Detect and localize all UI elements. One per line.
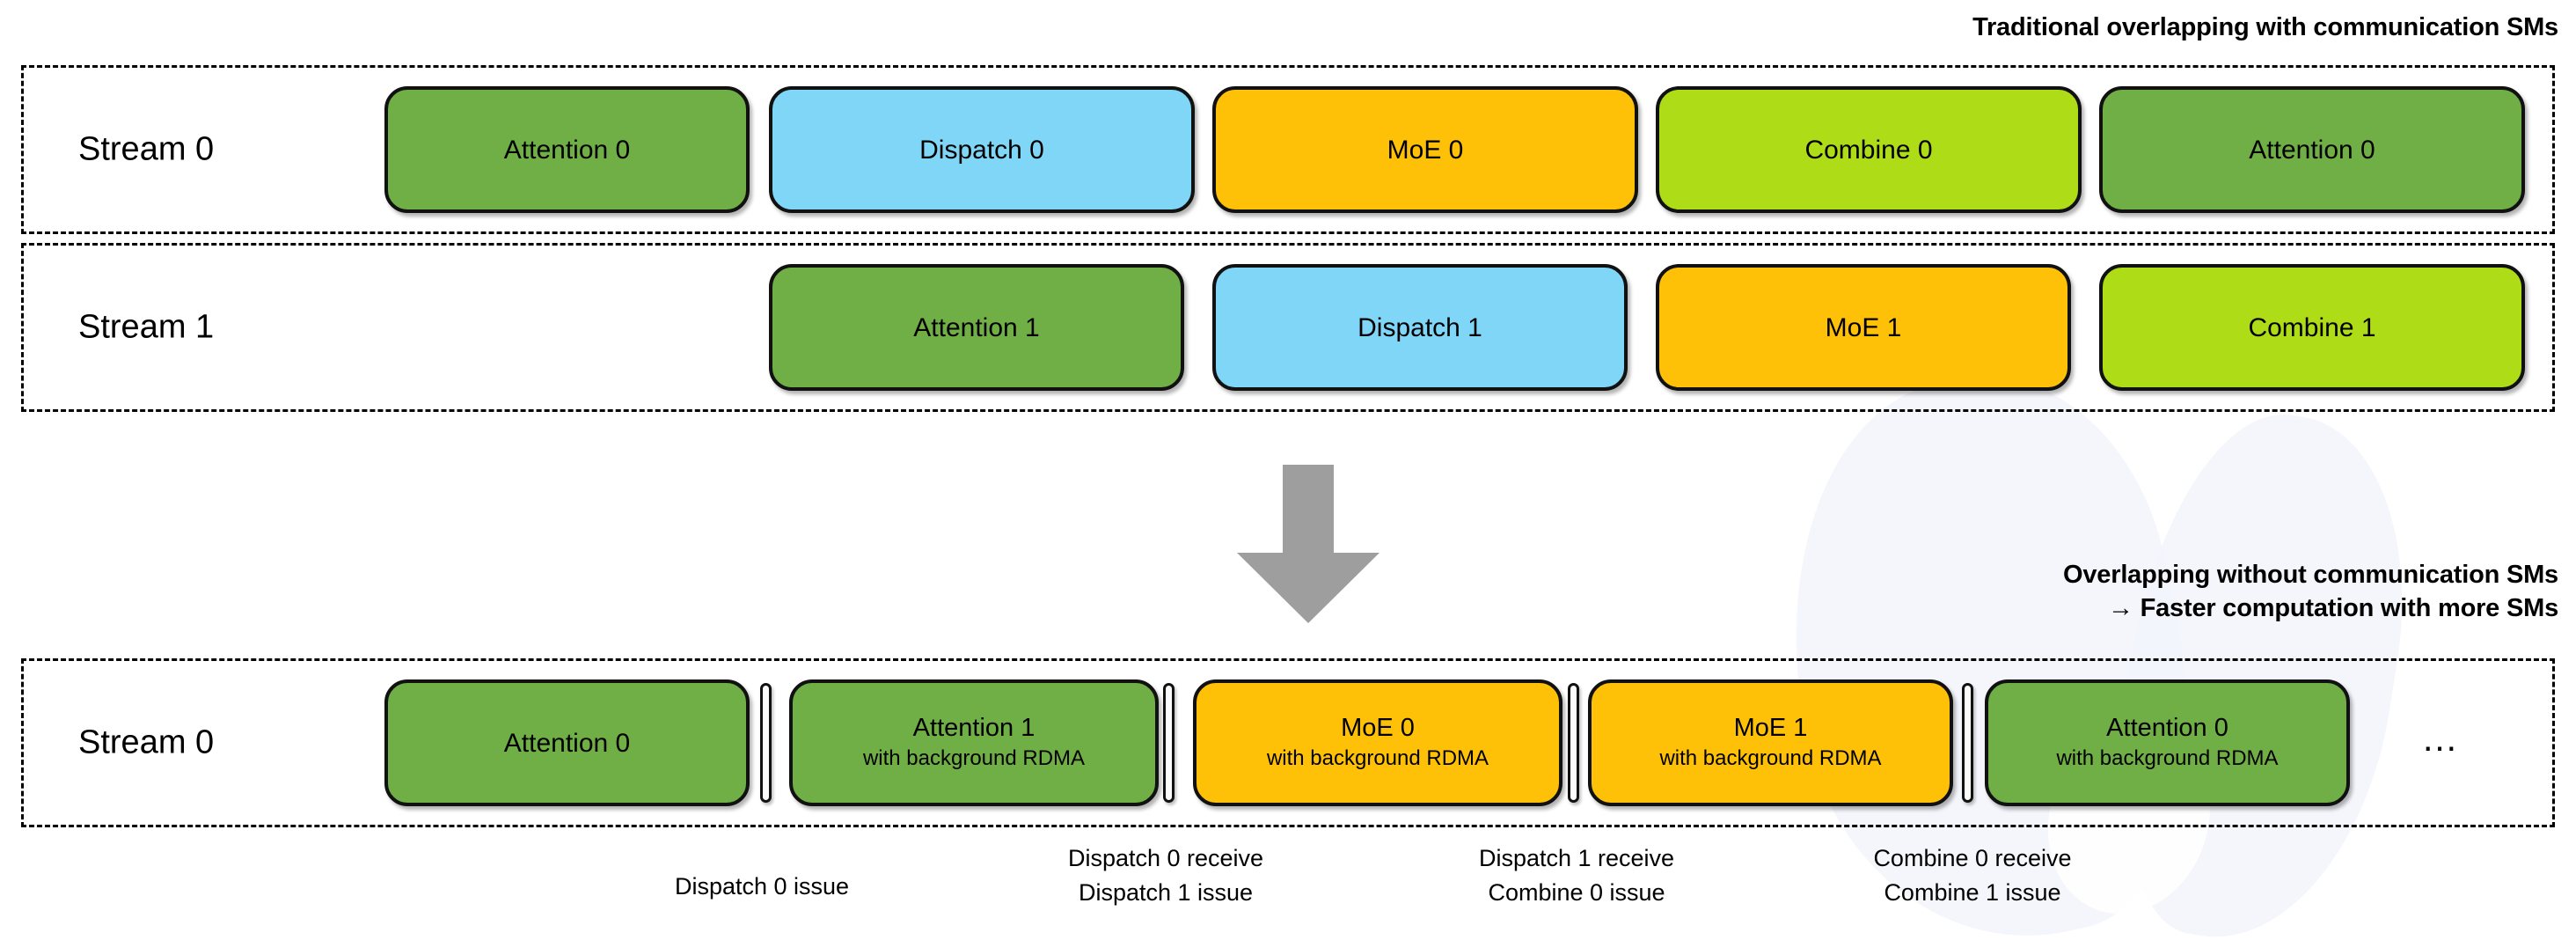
down-arrow-icon (1225, 465, 1392, 623)
kernel-box[interactable]: Dispatch 0 (769, 86, 1195, 213)
kernel-box-title: Attention 0 (503, 728, 631, 758)
lane-label-stream-0-top: Stream 0 (78, 130, 215, 168)
timeline-annotation-line2: Dispatch 1 issue (1078, 879, 1254, 907)
kernel-box-title: Combine 1 (2248, 312, 2376, 342)
kernel-separator-bar (1568, 683, 1579, 803)
kernel-box-title: Combine 0 (1804, 135, 1933, 165)
timeline-annotation-line1: Dispatch 0 issue (674, 873, 850, 900)
timeline-annotation: Dispatch 0 issue (675, 870, 849, 904)
kernel-box-title: MoE 0 (1387, 135, 1464, 165)
kernel-box-title: Dispatch 0 (919, 135, 1044, 165)
lane-stream-0-traditional: Stream 0 (21, 65, 2555, 234)
kernel-box-title: Attention 1 (913, 312, 1040, 342)
kernel-box-subtitle: with background RDMA (2056, 745, 2279, 770)
timeline-annotation-line1: Combine 0 receive (1873, 845, 2072, 871)
timeline-annotation-line2: Combine 0 issue (1488, 879, 1665, 907)
kernel-box-title: Attention 0 (2249, 135, 2375, 165)
lane-stream-0-optimized: Stream 0 (21, 658, 2555, 827)
lane-label-stream-1: Stream 1 (78, 308, 215, 346)
bottom-section-title: Overlapping without communication SMs → … (2063, 558, 2558, 626)
kernel-box[interactable]: Attention 0 (384, 679, 750, 806)
kernel-box[interactable]: Combine 0 (1656, 86, 2082, 213)
kernel-box[interactable]: Attention 1 with background RDMA (789, 679, 1159, 806)
kernel-box[interactable]: Attention 0 (384, 86, 750, 213)
kernel-separator-bar (1163, 683, 1175, 803)
timeline-annotation-line1: Dispatch 1 receive (1478, 845, 1675, 871)
kernel-box-title: MoE 0 (1341, 713, 1415, 742)
kernel-box-title: MoE 1 (1733, 713, 1808, 742)
kernel-box[interactable]: Attention 0 with background RDMA (1985, 679, 2350, 806)
kernel-box[interactable]: Attention 0 (2099, 86, 2525, 213)
kernel-box-title: Dispatch 1 (1358, 312, 1482, 342)
kernel-box[interactable]: MoE 1 with background RDMA (1588, 679, 1953, 806)
top-section-title: Traditional overlapping with communicati… (1972, 13, 2558, 41)
kernel-box-title: Attention 1 (912, 713, 1036, 742)
kernel-box[interactable]: Attention 1 (769, 264, 1184, 391)
kernel-box-title: Attention 0 (2106, 713, 2228, 742)
timeline-annotation-line2: Combine 1 issue (1884, 879, 2061, 907)
lane-label-stream-0-bottom: Stream 0 (78, 723, 215, 761)
kernel-box[interactable]: MoE 0 with background RDMA (1193, 679, 1562, 806)
kernel-box-subtitle: with background RDMA (1266, 745, 1489, 770)
bottom-section-title-line2: → Faster computation with more SMs (2107, 594, 2558, 623)
kernel-box[interactable]: Dispatch 1 (1212, 264, 1628, 391)
kernel-box[interactable]: MoE 1 (1656, 264, 2071, 391)
continuation-ellipsis: … (2421, 717, 2463, 759)
bottom-section-title-line1: Overlapping without communication SMs (2063, 561, 2558, 589)
kernel-box-title: MoE 1 (1825, 312, 1902, 342)
kernel-separator-bar (1962, 683, 1973, 803)
kernel-box-subtitle: with background RDMA (1659, 745, 1882, 770)
kernel-box-subtitle: with background RDMA (862, 745, 1086, 770)
kernel-box[interactable]: Combine 1 (2099, 264, 2525, 391)
kernel-box-title: Attention 0 (503, 135, 631, 165)
kernel-separator-bar (760, 683, 772, 803)
timeline-annotation-line1: Dispatch 0 receive (1067, 845, 1264, 871)
kernel-box[interactable]: MoE 0 (1212, 86, 1638, 213)
lane-stream-1-traditional: Stream 1 (21, 243, 2555, 412)
